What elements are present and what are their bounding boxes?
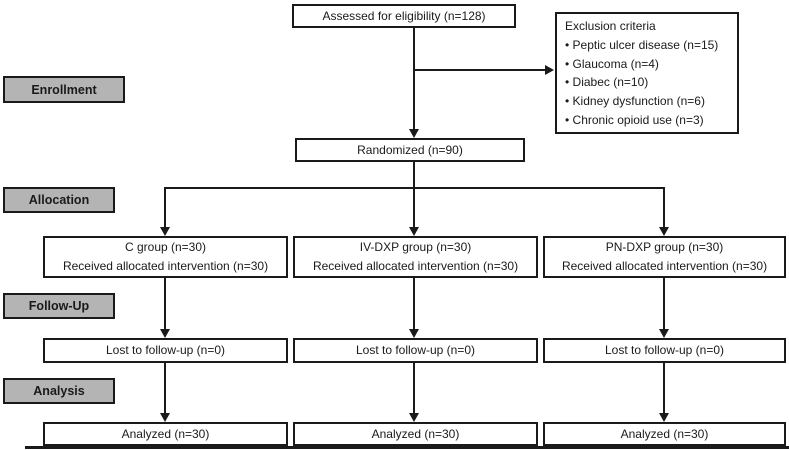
randomized-label: Randomized (n=90): [357, 142, 463, 157]
exclusion-criteria-box: Exclusion criteria Peptic ulcer disease …: [555, 12, 739, 134]
connector-iv-to-lost: [413, 278, 415, 331]
connector-split-to-pn-dxp: [663, 187, 665, 230]
arrowhead-to-c-group-icon: [160, 227, 170, 236]
stage-label-followup: Follow-Up: [3, 293, 115, 319]
allocation-box-pn-dxp-group: PN-DXP group (n=30) Received allocated i…: [543, 236, 786, 278]
lost-followup-label: Lost to follow-up (n=0): [604, 343, 725, 357]
analyzed-label: Analyzed (n=30): [121, 426, 210, 441]
lost-followup-box-pn-dxp: Lost to follow-up (n=0): [543, 338, 786, 363]
connector-to-exclusion: [413, 69, 546, 71]
stage-label-enrollment: Enrollment: [3, 76, 125, 103]
arrowhead-to-exclusion-icon: [545, 65, 554, 75]
connector-assessed-to-randomized: [413, 28, 415, 130]
analyzed-box-iv-dxp: Analyzed (n=30): [293, 422, 538, 446]
stage-label-enrollment-text: Enrollment: [31, 82, 97, 97]
lost-followup-box-iv-dxp: Lost to follow-up (n=0): [293, 338, 538, 363]
analyzed-box-pn-dxp: Analyzed (n=30): [543, 422, 786, 446]
arrowhead-c-lost-icon: [160, 329, 170, 338]
arrowhead-to-randomized-icon: [409, 129, 419, 138]
received-intervention: Received allocated intervention (n=30): [62, 259, 269, 273]
allocation-box-c-group: C group (n=30) Received allocated interv…: [43, 236, 288, 278]
stage-label-allocation: Allocation: [3, 187, 115, 213]
analyzed-label: Analyzed (n=30): [371, 426, 460, 441]
lost-followup-box-c: Lost to follow-up (n=0): [43, 338, 288, 363]
stage-label-followup-text: Follow-Up: [28, 299, 90, 313]
connector-c-to-lost: [164, 278, 166, 331]
arrowhead-c-analyzed-icon: [160, 413, 170, 422]
connector-split-to-iv-dxp: [413, 187, 415, 230]
allocation-box-iv-dxp-group: IV-DXP group (n=30) Received allocated i…: [293, 236, 538, 278]
lost-followup-label: Lost to follow-up (n=0): [105, 343, 226, 357]
connector-pn-to-lost: [663, 278, 665, 331]
connector-split-to-c-group: [164, 187, 166, 230]
exclusion-item: Glaucoma (n=4): [565, 55, 729, 74]
analyzed-box-c: Analyzed (n=30): [43, 422, 288, 446]
exclusion-item: Diabec (n=10): [565, 73, 729, 92]
figure-bottom-rule: [25, 446, 789, 449]
connector-c-to-analyzed: [164, 363, 166, 415]
received-intervention: Received allocated intervention (n=30): [312, 259, 519, 273]
group-name: IV-DXP group (n=30): [359, 240, 472, 254]
connector-randomized-to-split: [413, 162, 415, 189]
assessed-eligibility-label: Assessed for eligibility (n=128): [322, 8, 486, 23]
stage-label-analysis-text: Analysis: [33, 384, 85, 398]
arrowhead-to-iv-dxp-icon: [409, 227, 419, 236]
analyzed-label: Analyzed (n=30): [620, 426, 709, 441]
randomized-box: Randomized (n=90): [295, 138, 525, 162]
assessed-eligibility-box: Assessed for eligibility (n=128): [292, 4, 516, 28]
exclusion-criteria-title: Exclusion criteria: [565, 19, 656, 33]
exclusion-item: Peptic ulcer disease (n=15): [565, 36, 729, 55]
exclusion-item: Kidney dysfunction (n=6): [565, 92, 729, 111]
stage-label-allocation-text: Allocation: [28, 193, 90, 207]
arrowhead-to-pn-dxp-icon: [659, 227, 669, 236]
arrowhead-pn-lost-icon: [659, 329, 669, 338]
arrowhead-pn-analyzed-icon: [659, 413, 669, 422]
group-name: PN-DXP group (n=30): [605, 240, 724, 254]
arrowhead-iv-analyzed-icon: [409, 413, 419, 422]
group-name: C group (n=30): [124, 240, 207, 254]
received-intervention: Received allocated intervention (n=30): [561, 259, 768, 273]
stage-label-analysis: Analysis: [3, 378, 115, 404]
connector-pn-to-analyzed: [663, 363, 665, 415]
exclusion-item: Chronic opioid use (n=3): [565, 111, 729, 130]
exclusion-criteria-list: Peptic ulcer disease (n=15) Glaucoma (n=…: [565, 36, 729, 130]
connector-iv-to-analyzed: [413, 363, 415, 415]
lost-followup-label: Lost to follow-up (n=0): [355, 343, 476, 357]
arrowhead-iv-lost-icon: [409, 329, 419, 338]
